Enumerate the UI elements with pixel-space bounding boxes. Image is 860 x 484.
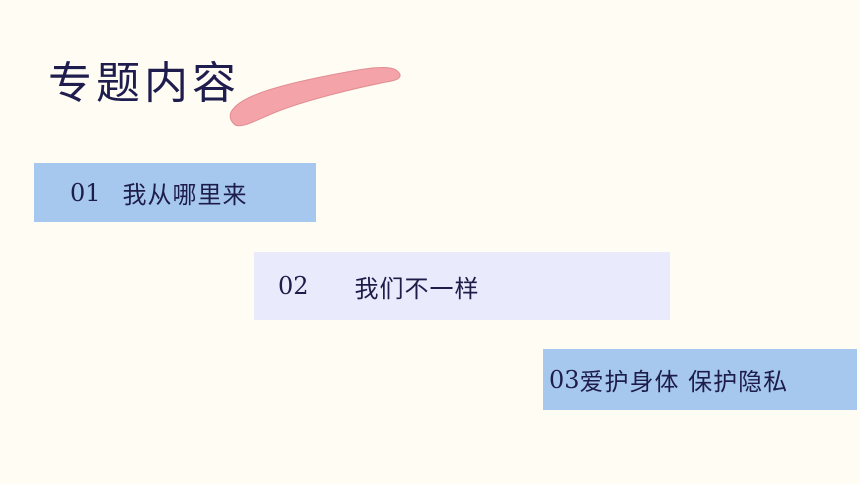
page-title: 专题内容 [48, 58, 240, 109]
topic-item-2[interactable]: 02 我们不一样 [254, 252, 670, 320]
topic-label: 我从哪里来 [122, 181, 248, 209]
topic-label: 爱护身体 保护隐私 [579, 368, 789, 396]
topic-item-3[interactable]: 03 爱护身体 保护隐私 [543, 349, 857, 410]
topic-number: 02 [278, 272, 309, 300]
topic-item-1[interactable]: 01 我从哪里来 [34, 163, 316, 222]
brush-stroke-decoration [229, 67, 401, 127]
topic-number: 03 [549, 365, 580, 394]
topic-number: 01 [70, 178, 101, 207]
topic-label: 我们不一样 [354, 274, 480, 303]
